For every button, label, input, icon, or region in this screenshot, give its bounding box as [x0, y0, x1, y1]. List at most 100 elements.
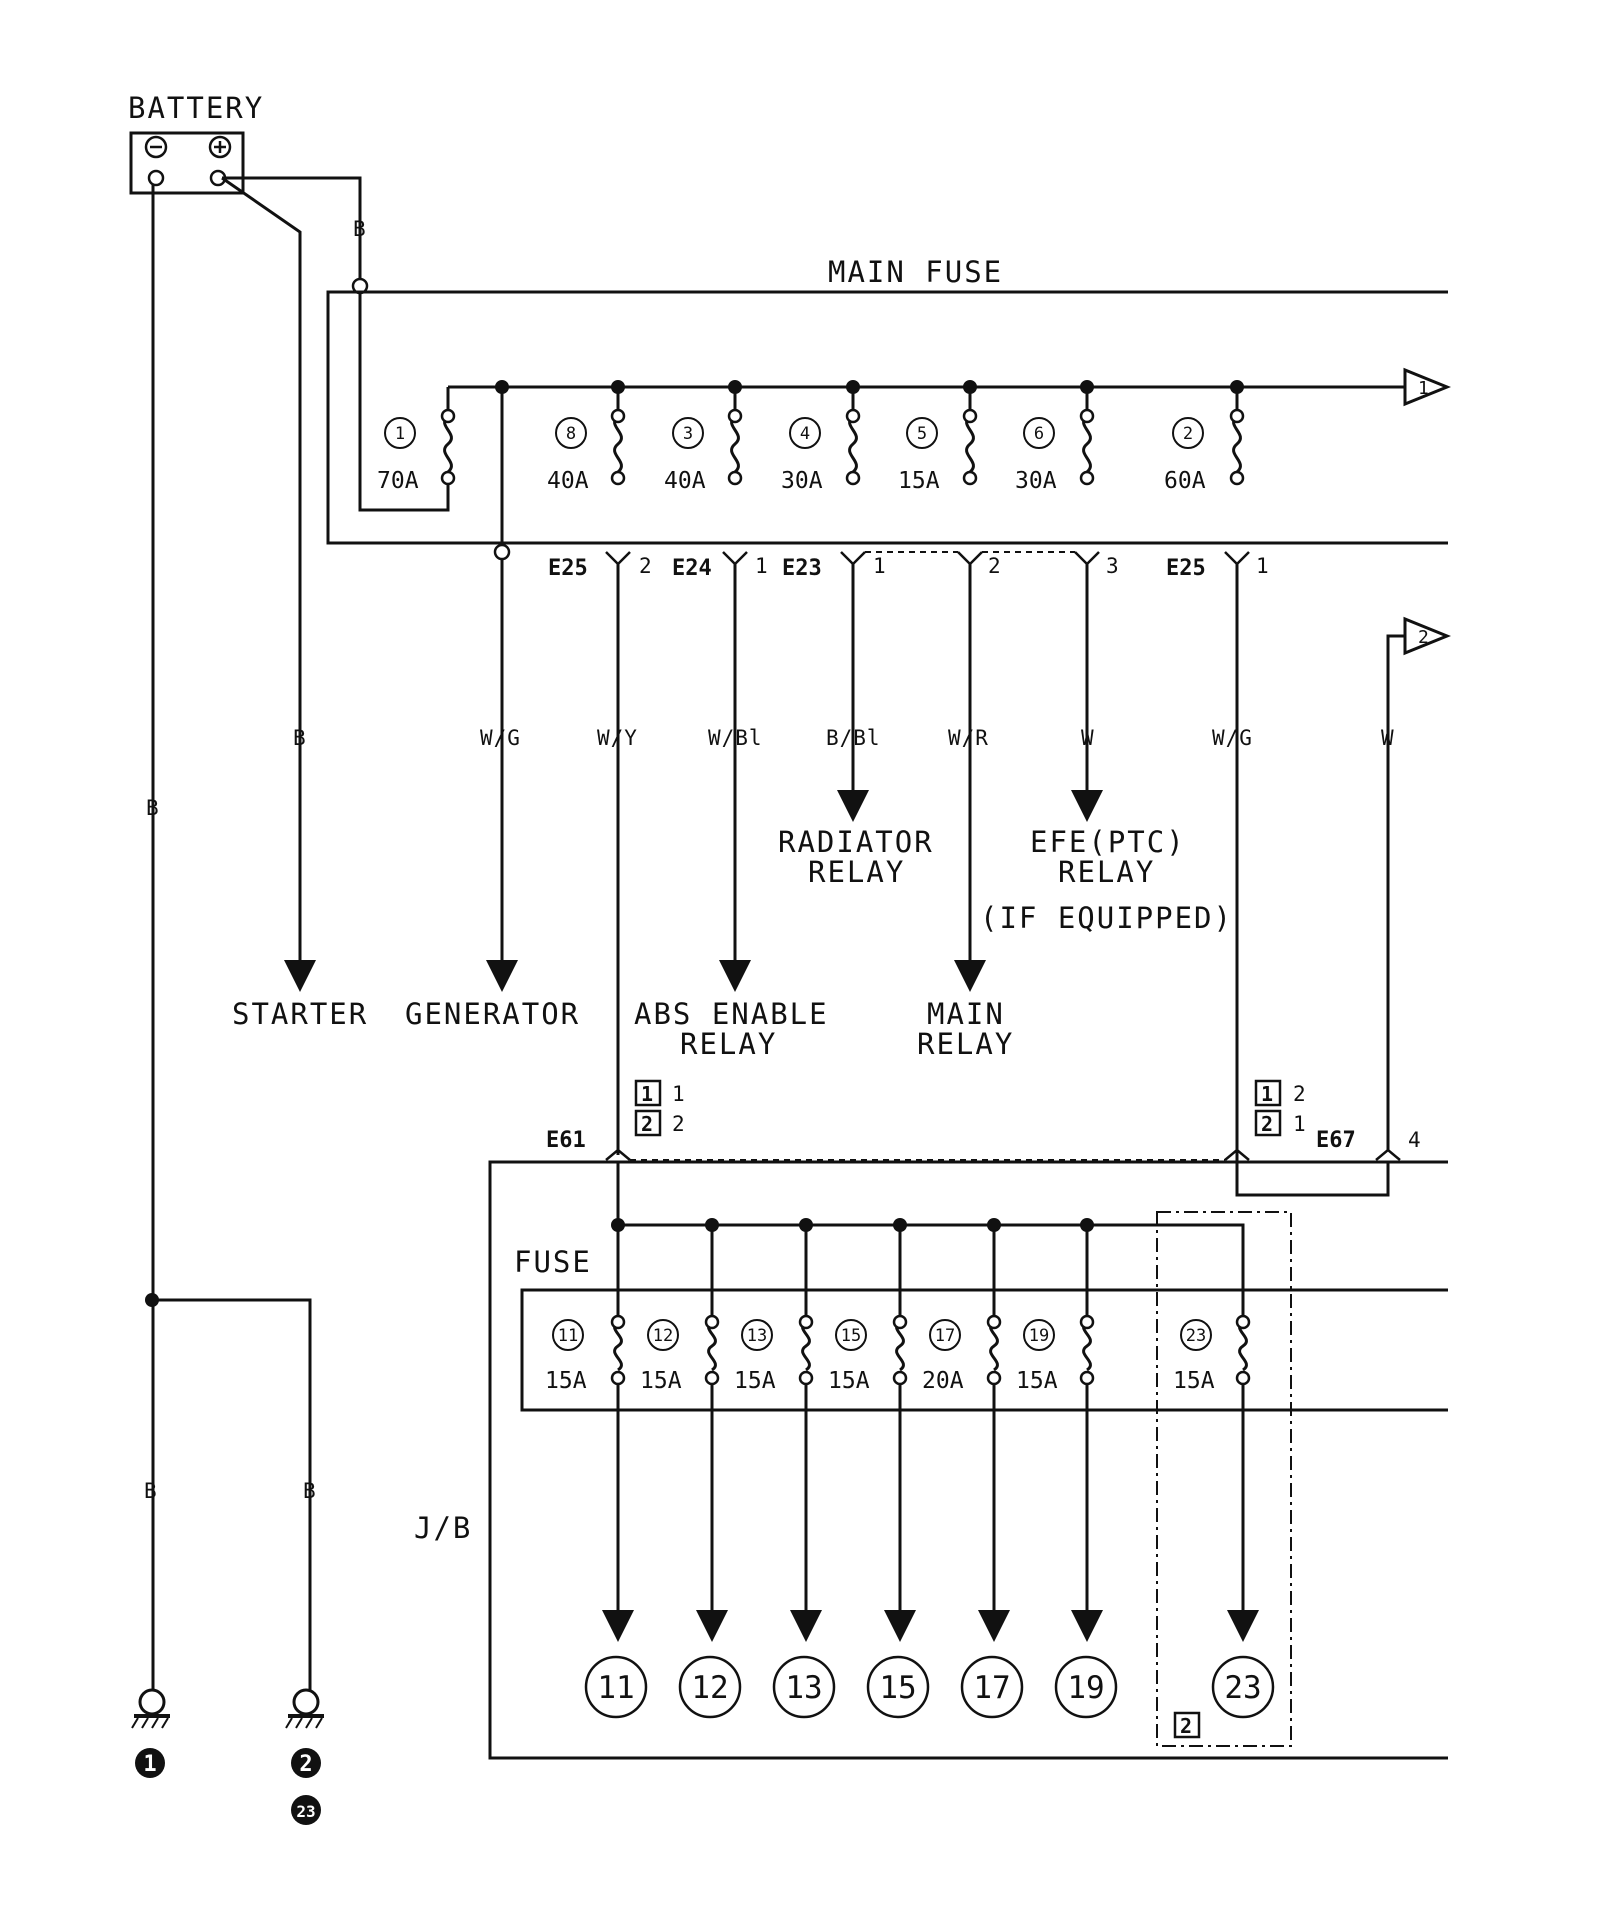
generator-label: GENERATOR — [405, 997, 580, 1031]
main-fuse-3-rating: 40A — [664, 468, 706, 494]
main-fuse-6: 6 30A — [1015, 417, 1057, 494]
main-fuse-8: 8 40A — [547, 417, 589, 494]
junction-block: J/B FUSE — [414, 1160, 1448, 1760]
starter-wire-color: B — [293, 726, 307, 750]
svg-text:23: 23 — [1186, 1326, 1206, 1346]
ground-right-wire-color: B — [303, 1479, 317, 1503]
ground-point-2: 2 — [291, 1748, 321, 1778]
svg-text:23: 23 — [1224, 1670, 1261, 1706]
jb-fuse-23: 23 15A — [1173, 1319, 1215, 1394]
e61-option-1: 1 1 — [634, 1079, 685, 1107]
connector-e25-b: E25 — [1166, 556, 1206, 581]
jb-fuse-17-rating: 20A — [922, 1368, 964, 1394]
jb-fuse-13: 13 15A — [734, 1319, 776, 1394]
e67-option-2: 2 1 — [1254, 1109, 1306, 1137]
jb-fuse-11-rating: 15A — [545, 1368, 587, 1394]
jb-output-11: 11 — [584, 1655, 648, 1719]
svg-text:11: 11 — [597, 1670, 634, 1706]
connector-e61: E61 — [546, 1128, 586, 1153]
svg-text:1: 1 — [755, 554, 768, 578]
lower-connectors: E61 E67 4 1 1 2 2 1 2 2 1 — [546, 1079, 1421, 1161]
main-fuse-5-rating: 15A — [898, 468, 940, 494]
offpage-2-wire-color: W — [1381, 726, 1395, 750]
main-fuse-8-rating: 40A — [547, 468, 589, 494]
main-fuse-label: MAIN FUSE — [828, 255, 1003, 289]
jb-option-frame: 2 — [1156, 1211, 1292, 1747]
starter-circuit: B STARTER — [221, 176, 366, 1031]
main-fuse-6-rating: 30A — [1015, 468, 1057, 494]
generator-wire-color: W/G — [480, 726, 521, 750]
svg-text:4: 4 — [1408, 1128, 1421, 1152]
jb-fuse-17: 17 20A — [922, 1319, 964, 1394]
efe-relay-circuit: W EFE(PTC) RELAY (IF EQUIPPED) — [980, 564, 1231, 935]
ground-wire-color: B — [146, 796, 160, 820]
abs-enable-circuit: W/Bl ABS ENABLE RELAY — [634, 564, 829, 1061]
jb-fuse-12: 12 15A — [640, 1319, 682, 1394]
abs-enable-label: ABS ENABLE — [634, 997, 829, 1031]
battery-positive-wire-color: B — [353, 217, 367, 241]
fuse2-output-circuit: W/G — [1212, 564, 1390, 1197]
abs-relay-label: RELAY — [680, 1027, 777, 1061]
main-fuse-5: 5 15A — [898, 417, 940, 494]
svg-text:19: 19 — [1067, 1670, 1104, 1706]
ground-left-wire-color: B — [144, 1479, 158, 1503]
svg-text:2: 2 — [672, 1112, 685, 1136]
svg-text:1: 1 — [1293, 1112, 1306, 1136]
connector-e24: E24 — [672, 556, 712, 581]
svg-text:6: 6 — [1034, 424, 1044, 444]
connector-e23: E23 — [782, 556, 822, 581]
svg-text:1: 1 — [1256, 554, 1269, 578]
jb-fuse-19: 19 15A — [1016, 1319, 1058, 1394]
jb-output-13: 13 — [772, 1655, 836, 1719]
jb-feed-wire-color: W/Y — [597, 726, 638, 750]
connector-e67: E67 — [1316, 1128, 1356, 1153]
svg-text:12: 12 — [691, 1670, 728, 1706]
efe-label: EFE(PTC) — [1030, 825, 1186, 859]
main-fuse-connectors: E25 2 E24 1 E23 1 2 3 E25 1 — [548, 551, 1269, 581]
jb-fuse-11: 11 15A — [545, 1319, 587, 1394]
svg-text:5: 5 — [917, 424, 927, 444]
offpage-connector-2: 2 — [1403, 616, 1451, 656]
jb-output-17: 17 — [960, 1655, 1024, 1719]
svg-text:12: 12 — [653, 1326, 673, 1346]
main-relay-circuit: W/R MAIN RELAY — [917, 564, 1012, 1061]
svg-text:17: 17 — [973, 1670, 1010, 1706]
svg-text:3: 3 — [1106, 554, 1119, 578]
svg-text:15: 15 — [879, 1670, 916, 1706]
main-relay-main-label: MAIN — [927, 997, 1005, 1031]
jb-fuse-23-rating: 15A — [1173, 1368, 1215, 1394]
svg-text:2: 2 — [1418, 627, 1429, 648]
jb-fuse-15: 15 15A — [828, 1319, 870, 1394]
efe-relay-label: RELAY — [1058, 855, 1155, 889]
svg-text:1: 1 — [395, 424, 405, 444]
svg-text:4: 4 — [800, 424, 810, 444]
radiator-circuit: B/Bl RADIATOR RELAY — [778, 564, 932, 889]
svg-text:19: 19 — [1029, 1326, 1049, 1346]
svg-text:17: 17 — [935, 1326, 955, 1346]
svg-text:15: 15 — [841, 1326, 861, 1346]
svg-text:23: 23 — [296, 1802, 315, 1821]
svg-text:2: 2 — [1293, 1082, 1306, 1106]
abs-wire-color: W/Bl — [708, 726, 763, 750]
fuse2-wire-color: W/G — [1212, 726, 1253, 750]
jb-label: J/B — [414, 1511, 472, 1545]
main-fuse-4: 4 30A — [781, 417, 823, 494]
svg-text:1: 1 — [672, 1082, 685, 1106]
svg-text:1: 1 — [143, 1752, 156, 1777]
jb-output-23: 23 — [1211, 1655, 1275, 1719]
svg-text:1: 1 — [1261, 1082, 1273, 1106]
main-fuse-1-rating: 70A — [377, 468, 419, 494]
e61-option-2: 2 2 — [634, 1109, 685, 1137]
svg-text:3: 3 — [683, 424, 693, 444]
main-fuse-1: 1 70A — [377, 417, 419, 494]
ground-point-23: 23 — [291, 1795, 321, 1825]
e67-option-1: 1 2 — [1254, 1079, 1306, 1107]
main-relay-wire-color: W/R — [948, 726, 989, 750]
offpage-connector-1: 1 — [1403, 367, 1451, 407]
svg-text:2: 2 — [639, 554, 652, 578]
jb-output-12: 12 — [678, 1655, 742, 1719]
battery: BATTERY — [128, 91, 262, 195]
ground-circuit: B B B 1 2 23 — [131, 185, 324, 1825]
offpage-2-circuit: W 2 — [1381, 616, 1451, 1150]
main-fuse-2-rating: 60A — [1164, 468, 1206, 494]
